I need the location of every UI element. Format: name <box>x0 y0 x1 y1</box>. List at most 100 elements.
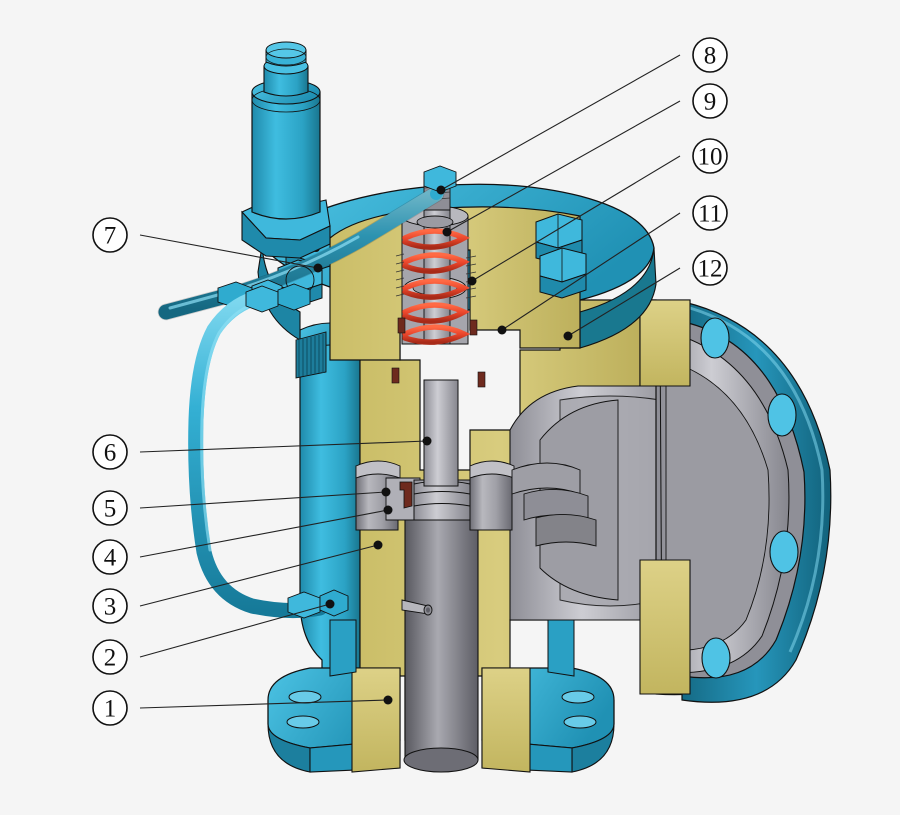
callout-10[interactable]: 10 <box>467 138 728 286</box>
bonnet-assembly <box>257 175 657 388</box>
top-cap-assembly <box>241 41 331 259</box>
callout-1-number: 1 <box>104 696 117 723</box>
callout-3[interactable]: 3 <box>92 540 383 624</box>
inlet-flange-right-edge <box>571 700 615 773</box>
bonnet-gasket-right <box>469 319 478 336</box>
callout-4-number: 4 <box>104 545 117 572</box>
callout-12-bubble[interactable] <box>692 250 728 286</box>
callout-5[interactable]: 5 <box>92 487 391 526</box>
outlet-flange-bolt-hole-1 <box>700 317 730 359</box>
callout-4-dot <box>383 505 393 515</box>
inlet-flange-bolt-hole-3 <box>561 690 595 704</box>
callout-8-bubble[interactable] <box>692 37 728 73</box>
callout-11-number: 11 <box>698 201 722 228</box>
callout-11-bubble[interactable] <box>692 195 728 231</box>
callout-3-dot <box>373 540 383 550</box>
spring-coil-3 <box>402 278 470 300</box>
callout-8[interactable]: 8 <box>436 37 728 195</box>
drain-plug <box>401 599 433 616</box>
callout-5-leader <box>139 491 387 509</box>
cap-hex-nut-side <box>241 210 331 259</box>
disc-line-2 <box>413 491 471 495</box>
outlet-flange-assembly <box>639 299 832 703</box>
callout-8-leader <box>440 54 681 191</box>
callout-2-number: 2 <box>104 645 117 672</box>
callout-7[interactable]: 7 <box>92 217 323 273</box>
inlet-flange-right-cut <box>481 667 531 773</box>
callout-10-number: 10 <box>698 144 723 171</box>
callout-1-dot <box>383 695 393 705</box>
callout-4-bubble[interactable] <box>92 539 128 575</box>
callout-11[interactable]: 11 <box>497 195 728 335</box>
inlet-flange-assembly <box>267 619 615 773</box>
callout-3-number: 3 <box>104 594 117 621</box>
callout-9-leader <box>446 100 681 233</box>
callout-6[interactable]: 6 <box>92 434 432 470</box>
compression-spring <box>402 228 471 345</box>
body-gasket-left <box>391 367 400 384</box>
callout-6-bubble[interactable] <box>92 434 128 470</box>
spring-coil-4 <box>402 302 470 324</box>
callout-4[interactable]: 4 <box>92 505 393 575</box>
inlet-neck-right <box>547 619 575 677</box>
callout-5-dot <box>381 487 391 497</box>
bonnet-cut-section <box>329 206 581 361</box>
nozzle-bore-inner <box>404 499 479 769</box>
bonnet-hex-nut-2 <box>539 247 587 299</box>
callout-12-dot <box>563 331 573 341</box>
cap-boss <box>263 65 309 97</box>
callout-6-number: 6 <box>104 440 117 467</box>
pilot-tubing-assembly <box>157 165 457 619</box>
outlet-flange-bolt-hole-3 <box>769 530 799 574</box>
callout-9-number: 9 <box>704 89 717 116</box>
cap-button-ring <box>265 48 307 66</box>
callout-2-dot <box>325 599 335 609</box>
outlet-flange-highlight <box>689 306 825 653</box>
callout-8-number: 8 <box>704 43 717 70</box>
inlet-flange-bolt-hole-4 <box>563 715 597 729</box>
callout-4-leader <box>139 509 389 558</box>
callout-6-leader <box>139 440 428 453</box>
callout-7-number: 7 <box>104 223 117 250</box>
callout-9[interactable]: 9 <box>442 83 728 237</box>
callout-1-leader <box>139 699 389 709</box>
spring-upper-seat <box>416 215 454 229</box>
nozzle-step-3 <box>535 514 597 547</box>
callout-11-dot <box>497 325 507 335</box>
callout-1[interactable]: 1 <box>92 690 393 726</box>
spindle-lower <box>423 379 459 487</box>
spring-coil-5 <box>402 324 471 345</box>
cap-button-top <box>265 41 307 59</box>
callout-6-dot <box>422 436 432 446</box>
callout-8-dot <box>436 185 446 195</box>
pilot-tube-loop-highlight <box>200 300 260 552</box>
callout-7-leader <box>139 234 319 269</box>
callout-9-dot <box>442 227 452 237</box>
callout-12[interactable]: 12 <box>563 250 728 341</box>
callout-2[interactable]: 2 <box>92 599 335 675</box>
body-gasket-right <box>477 371 486 388</box>
outlet-neck-cut-upper <box>639 299 691 387</box>
outlet-neck-cut-lower <box>639 559 691 695</box>
callout-1-bubble[interactable] <box>92 690 128 726</box>
callout-5-bubble[interactable] <box>92 490 128 526</box>
callout-2-bubble[interactable] <box>92 639 128 675</box>
disc-line-3 <box>413 503 471 507</box>
inlet-flange-bolt-hole-1 <box>288 690 322 704</box>
callout-12-number: 12 <box>698 256 723 283</box>
callout-3-bubble[interactable] <box>92 588 128 624</box>
callout-9-bubble[interactable] <box>692 83 728 119</box>
disc-seat-assembly <box>355 379 597 547</box>
pilot-tube-loop <box>188 290 328 619</box>
pilot-fitting-loop-upper <box>245 283 311 313</box>
callout-10-bubble[interactable] <box>692 138 728 174</box>
spring-coil-2 <box>402 252 470 274</box>
callout-2-leader <box>139 603 331 658</box>
callout-7-dot <box>313 263 323 273</box>
spring-coil-1 <box>402 228 470 250</box>
callout-7-bubble[interactable] <box>92 217 128 253</box>
bonnet-gasket-left <box>397 317 406 334</box>
